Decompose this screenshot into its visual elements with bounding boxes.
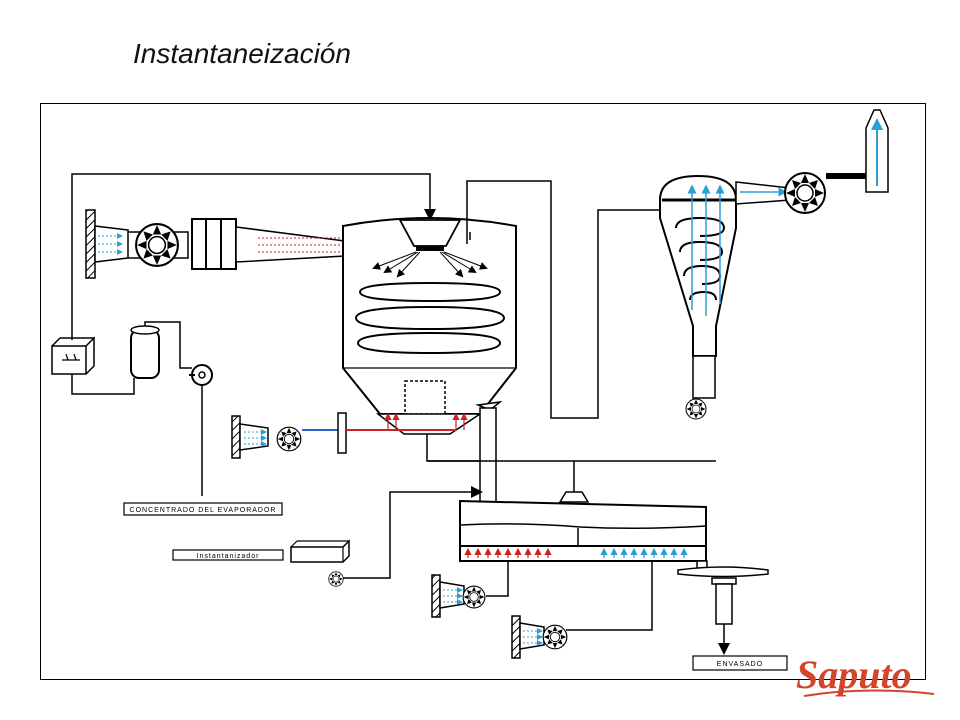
exhaust-fan bbox=[735, 109, 889, 214]
instantizer-label-box bbox=[172, 549, 284, 561]
sieve bbox=[677, 560, 769, 655]
packaging-label-box bbox=[692, 655, 788, 671]
secondary-air-fan bbox=[231, 412, 456, 459]
instantizer-line bbox=[336, 486, 483, 579]
discharge-chute bbox=[475, 400, 503, 503]
saputo-logo: Saputo bbox=[796, 652, 935, 697]
fluid-bed bbox=[428, 460, 716, 562]
concentrate-label: CONCENTRADO DEL EVAPORADOR bbox=[130, 507, 277, 514]
instantizer-unit bbox=[290, 539, 350, 587]
logo-text: Saputo bbox=[796, 652, 912, 697]
feed-pump bbox=[189, 364, 213, 386]
page-title: Instantaneización bbox=[133, 38, 351, 69]
instantizer-label: Instantanizador bbox=[197, 553, 260, 560]
fines-return-line bbox=[466, 180, 673, 419]
control-box bbox=[51, 336, 95, 375]
feed-line-top bbox=[71, 173, 436, 340]
hot-air-blower bbox=[431, 574, 486, 618]
main-air-fan-assembly bbox=[85, 209, 371, 279]
packaging-label: ENVASADO bbox=[717, 661, 763, 668]
concentrate-label-box bbox=[123, 502, 283, 516]
cold-air-blower bbox=[511, 615, 568, 659]
spray-dryer-chamber bbox=[342, 217, 517, 435]
feed-tank bbox=[130, 325, 160, 379]
diagram-frame bbox=[40, 103, 926, 680]
cyclone bbox=[659, 174, 737, 420]
